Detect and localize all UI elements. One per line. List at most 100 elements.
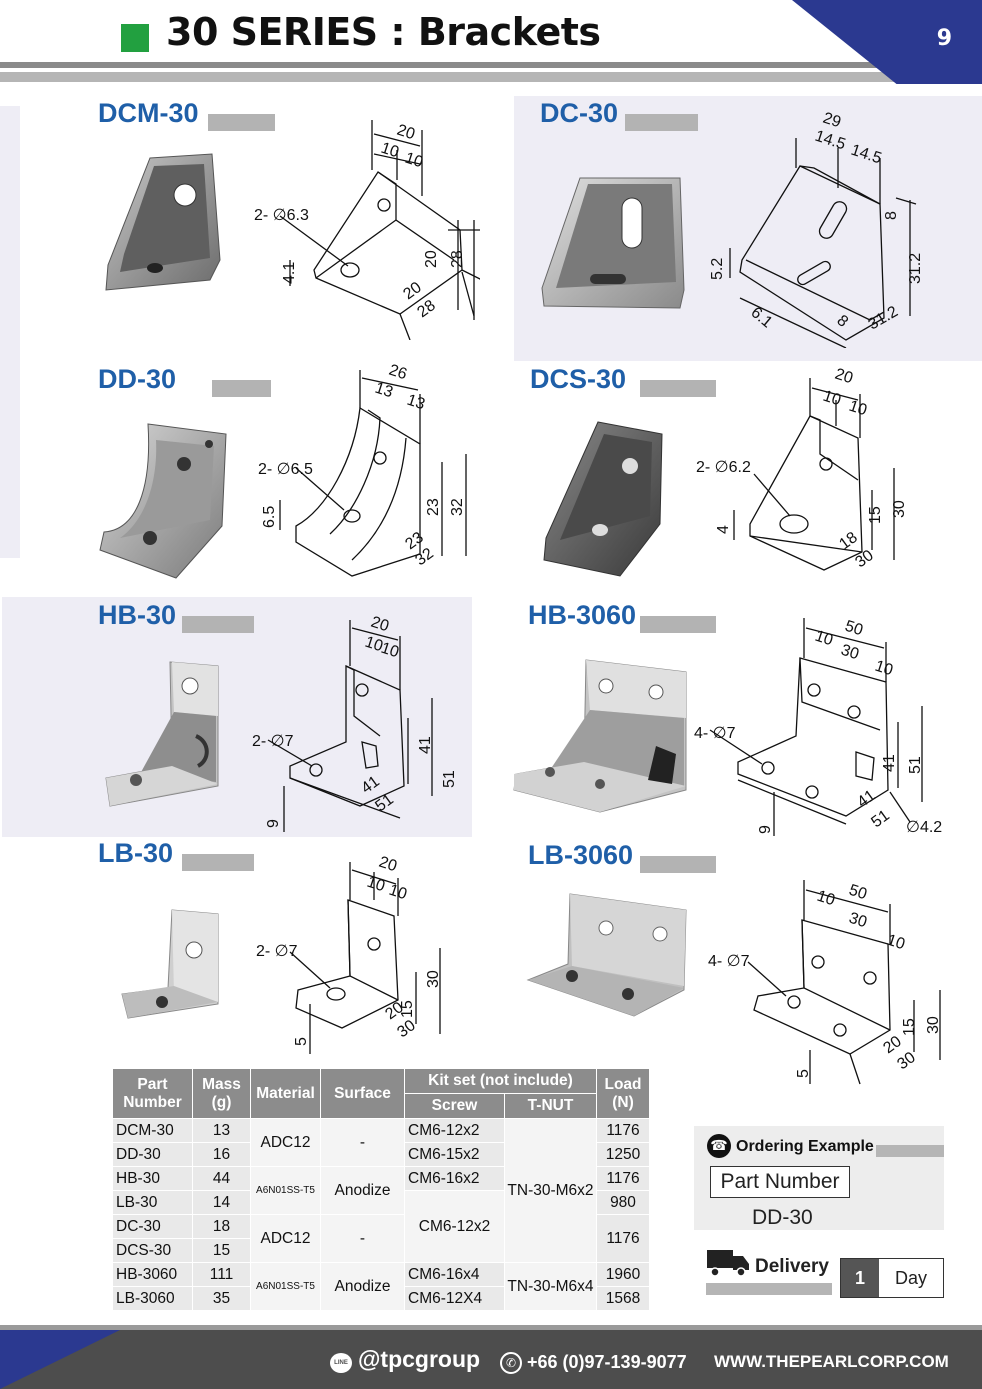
svg-text:41: 41: [881, 754, 898, 772]
svg-text:10: 10: [813, 628, 835, 650]
title-bar: [625, 114, 698, 131]
svg-text:2- ∅6.5: 2- ∅6.5: [258, 461, 313, 478]
svg-text:20: 20: [377, 854, 399, 876]
svg-text:4- ∅7: 4- ∅7: [694, 725, 736, 742]
photo-hb3060: [513, 659, 687, 813]
svg-text:6.5: 6.5: [261, 506, 278, 528]
part-number-label: Part Number: [710, 1166, 850, 1198]
part-number-example: DD-30: [752, 1206, 813, 1229]
drawing-lb3060: 4- ∅7 50 10 30 10 5 15 30 20 30: [708, 880, 942, 1085]
svg-text:30: 30: [425, 970, 442, 988]
svg-text:10: 10: [379, 140, 401, 162]
ordering-title: Ordering Example: [736, 1138, 874, 1155]
svg-text:29: 29: [821, 110, 843, 132]
svg-text:13: 13: [405, 392, 427, 414]
svg-text:14.5: 14.5: [849, 142, 884, 168]
svg-text:10: 10: [821, 388, 843, 410]
page-title: 30 SERIES : Brackets: [166, 10, 601, 54]
th-surface: Surface: [320, 1068, 405, 1119]
drawing-hb30: 2- ∅7 20 10 10 41 51 9 41 51: [252, 614, 458, 832]
svg-text:4.1: 4.1: [281, 262, 298, 284]
th-tnut: T-NUT: [504, 1093, 597, 1119]
svg-text:10: 10: [847, 398, 869, 420]
footer-website[interactable]: WWW.THEPEARLCORP.COM: [714, 1352, 949, 1371]
photo-hb30: [105, 661, 219, 807]
svg-text:20: 20: [369, 614, 391, 636]
drawing-dc30: 29 14.5 14.5 8 31.2 5.2 6.1 8 31.2: [709, 110, 924, 348]
svg-text:15: 15: [399, 1000, 416, 1018]
svg-text:30: 30: [894, 1049, 918, 1073]
svg-text:41: 41: [358, 773, 382, 797]
page-number: 9: [936, 26, 952, 51]
svg-text:26: 26: [387, 362, 409, 384]
svg-text:20: 20: [423, 250, 440, 268]
delivery-unit: Day: [894, 1268, 927, 1288]
footer-social[interactable]: @tpcgroup: [358, 1346, 481, 1372]
delivery-box: 1 Day: [840, 1258, 944, 1298]
panel-hb30: [2, 597, 472, 837]
product-title-hb3060: HB-3060: [528, 600, 637, 630]
phone-icon: ✆: [500, 1352, 522, 1374]
svg-text:10: 10: [365, 874, 387, 896]
product-title-dcs30: DCS-30: [530, 364, 627, 394]
footer-rule: [0, 1325, 982, 1330]
drawing-hb3060: 4- ∅7 50 10 30 10 41 51 9 41 51 ∅4.2: [694, 618, 942, 836]
svg-text:2- ∅7: 2- ∅7: [252, 733, 294, 750]
product-title-dcm30: DCM-30: [98, 98, 199, 128]
product-title-hb30: HB-30: [98, 600, 177, 630]
title-bar: [182, 616, 254, 633]
th-mass: Mass(g): [192, 1068, 251, 1119]
svg-text:10: 10: [885, 932, 907, 954]
svg-text:4- ∅7: 4- ∅7: [708, 953, 750, 970]
title-marker: [121, 24, 149, 52]
photo-dd30: [99, 423, 227, 579]
delivery-label: Delivery: [755, 1256, 829, 1277]
header-rule-light: [0, 72, 982, 82]
svg-text:10: 10: [363, 634, 385, 656]
photo-lb30: [121, 909, 219, 1019]
svg-text:41: 41: [417, 736, 434, 754]
delivery-bar: [706, 1283, 832, 1295]
drawing-lb30: 2- ∅7 20 10 10 5 15 30 20 30: [256, 854, 442, 1054]
drawing-dcs30: 2- ∅6.2 20 10 10 4 15 30 18 30: [696, 366, 908, 572]
svg-text:32: 32: [449, 498, 466, 516]
svg-text:6.1: 6.1: [747, 304, 775, 331]
footer-phone[interactable]: +66 (0)97-139-9077: [527, 1352, 687, 1372]
side-strip: [0, 106, 20, 558]
product-title-lb3060: LB-3060: [528, 840, 634, 870]
svg-text:15: 15: [901, 1018, 918, 1036]
svg-text:30: 30: [925, 1016, 942, 1034]
line-icon: LINE: [330, 1353, 352, 1373]
svg-text:51: 51: [868, 807, 892, 831]
title-bar: [208, 114, 275, 131]
title-bar: [640, 856, 716, 873]
svg-text:31.2: 31.2: [866, 303, 902, 333]
title-bar: [640, 616, 716, 633]
svg-text:23: 23: [425, 498, 442, 516]
th-screw: Screw: [404, 1093, 505, 1119]
svg-text:5: 5: [293, 1037, 310, 1046]
truck-icon: [707, 1250, 749, 1277]
th-material: Material: [250, 1068, 321, 1119]
svg-text:8: 8: [833, 312, 851, 331]
svg-text:5.2: 5.2: [709, 258, 726, 280]
svg-text:50: 50: [847, 882, 869, 904]
title-bar: [182, 854, 254, 871]
header-rule: [0, 62, 982, 68]
title-bar: [640, 380, 716, 397]
svg-text:5: 5: [795, 1069, 812, 1078]
svg-text:2- ∅7: 2- ∅7: [256, 943, 298, 960]
title-bar: [212, 380, 271, 397]
delivery-number: 1: [841, 1259, 879, 1297]
dim-hole: 2- ∅6.3: [254, 207, 309, 224]
svg-text:41: 41: [854, 787, 878, 811]
svg-text:10: 10: [815, 888, 837, 910]
svg-text:9: 9: [265, 819, 282, 828]
svg-text:20: 20: [833, 366, 855, 388]
